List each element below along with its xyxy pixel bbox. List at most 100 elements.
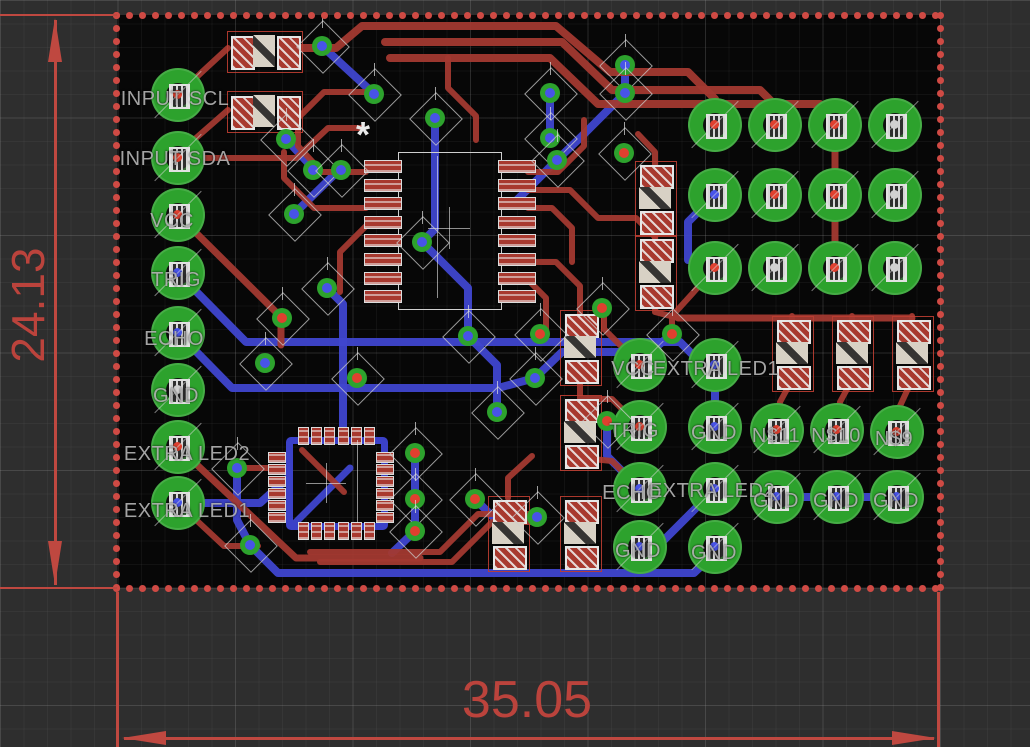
ic-tssop-body[interactable] [398, 152, 502, 310]
through-hole-pad[interactable] [750, 403, 804, 457]
through-hole-pad[interactable] [613, 462, 667, 516]
through-hole-pad[interactable] [748, 168, 802, 222]
qfn-pad[interactable] [324, 522, 336, 540]
dim-v-ext-top[interactable] [0, 14, 117, 16]
ic-pad[interactable] [498, 271, 536, 285]
smd-resistor[interactable] [560, 395, 602, 471]
qfn-pad[interactable] [268, 488, 286, 499]
through-hole-pad[interactable] [151, 188, 205, 242]
through-hole-pad[interactable] [868, 168, 922, 222]
ic-pad[interactable] [364, 290, 402, 304]
through-hole-pad[interactable] [750, 470, 804, 524]
via[interactable] [284, 204, 304, 224]
dim-h-line[interactable] [124, 737, 934, 740]
trace-top-layer[interactable] [175, 125, 365, 161]
via[interactable] [540, 83, 560, 103]
via[interactable] [614, 143, 634, 163]
via[interactable] [412, 232, 432, 252]
qfn-pad[interactable] [364, 427, 375, 445]
trace-bottom-layer[interactable] [174, 269, 719, 431]
through-hole-pad[interactable] [688, 168, 742, 222]
ic-pad[interactable] [364, 215, 402, 229]
ic-pad[interactable] [364, 197, 402, 211]
dim-v-line[interactable] [54, 20, 57, 585]
qfn-pad[interactable] [364, 522, 375, 540]
ic-pad[interactable] [364, 160, 402, 173]
qfn-pad[interactable] [268, 476, 286, 487]
board-outline-left[interactable] [113, 12, 120, 592]
ic-pad[interactable] [498, 178, 536, 192]
via[interactable] [547, 150, 567, 170]
through-hole-pad[interactable] [151, 476, 205, 530]
qfn-pad[interactable] [311, 522, 323, 540]
trace-bottom-layer[interactable] [318, 42, 376, 96]
via[interactable] [597, 411, 617, 431]
via[interactable] [405, 443, 425, 463]
through-hole-pad[interactable] [810, 470, 864, 524]
smd-resistor[interactable] [635, 235, 677, 311]
qfn-pad[interactable] [376, 464, 394, 475]
through-hole-pad[interactable] [808, 241, 862, 295]
ic-pad[interactable] [498, 253, 536, 266]
through-hole-pad[interactable] [810, 403, 864, 457]
qfn-pad[interactable] [268, 500, 286, 511]
qfn-pad[interactable] [376, 452, 394, 463]
via[interactable] [272, 308, 292, 328]
via[interactable] [240, 535, 260, 555]
qfn-pad[interactable] [376, 476, 394, 487]
via[interactable] [255, 353, 275, 373]
trace-top-layer[interactable] [525, 205, 575, 265]
ic-pad[interactable] [498, 197, 536, 211]
through-hole-pad[interactable] [688, 520, 742, 574]
ic-pad[interactable] [498, 215, 536, 229]
through-hole-pad[interactable] [151, 131, 205, 185]
qfn-pad[interactable] [376, 488, 394, 499]
smd-resistor[interactable] [560, 496, 602, 572]
ic-pad[interactable] [364, 271, 402, 285]
trace-top-layer[interactable] [281, 149, 369, 211]
smd-resistor[interactable] [635, 161, 677, 237]
through-hole-pad[interactable] [151, 363, 205, 417]
through-hole-pad[interactable] [613, 338, 667, 392]
through-hole-pad[interactable] [688, 400, 742, 454]
via[interactable] [615, 83, 635, 103]
through-hole-pad[interactable] [151, 68, 205, 122]
qfn-pad[interactable] [337, 427, 349, 445]
through-hole-pad[interactable] [868, 241, 922, 295]
via[interactable] [487, 402, 507, 422]
via[interactable] [276, 129, 296, 149]
trace-top-layer[interactable] [337, 223, 369, 295]
smd-resistor[interactable] [772, 316, 814, 392]
through-hole-pad[interactable] [808, 168, 862, 222]
via[interactable] [303, 160, 323, 180]
through-hole-pad[interactable] [151, 420, 205, 474]
via[interactable] [312, 36, 332, 56]
qfn-pad[interactable] [376, 512, 394, 523]
qfn-pad[interactable] [298, 522, 309, 540]
through-hole-pad[interactable] [688, 98, 742, 152]
through-hole-pad[interactable] [748, 98, 802, 152]
dim-h-ext-left[interactable] [116, 592, 119, 747]
board-outline-top[interactable] [113, 12, 945, 19]
ic-pad[interactable] [364, 253, 402, 266]
qfn-pad[interactable] [337, 522, 349, 540]
dim-horizontal-value[interactable]: 35.05 [461, 671, 593, 729]
trace-top-layer[interactable] [525, 277, 549, 333]
via[interactable] [347, 368, 367, 388]
board-outline-bottom[interactable] [113, 585, 945, 592]
qfn-pad[interactable] [350, 427, 362, 445]
trace-top-layer[interactable] [505, 453, 535, 501]
smd-resistor[interactable] [560, 310, 602, 386]
dim-vertical-value[interactable]: 24.13 [2, 247, 54, 363]
ic-pad[interactable] [498, 160, 536, 173]
smd-resistor[interactable] [227, 31, 303, 73]
through-hole-pad[interactable] [870, 470, 924, 524]
dim-h-ext-right[interactable] [937, 592, 940, 747]
via[interactable] [331, 160, 351, 180]
through-hole-pad[interactable] [688, 462, 742, 516]
via[interactable] [405, 489, 425, 509]
ic-pad[interactable] [364, 234, 402, 248]
through-hole-pad[interactable] [870, 405, 924, 459]
trace-bottom-layer[interactable] [292, 464, 354, 526]
